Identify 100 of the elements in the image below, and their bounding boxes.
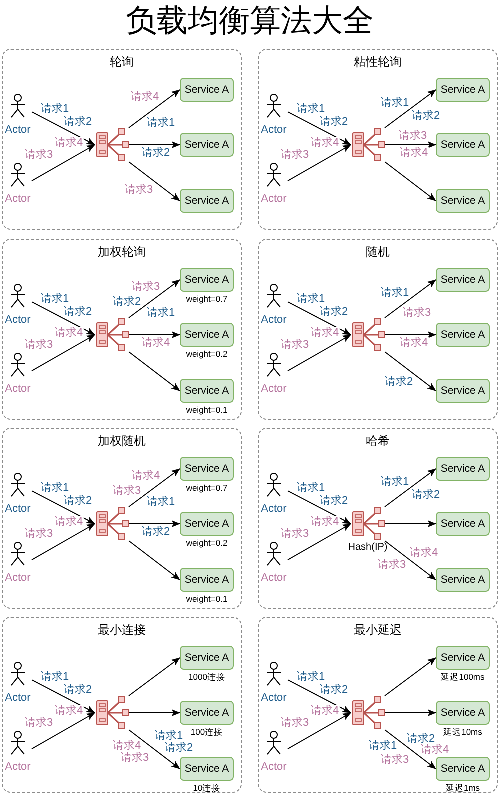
node-caption: Hash(IP) (348, 542, 388, 554)
arrow (384, 352, 436, 392)
request-label: 请求2 (62, 306, 94, 318)
request-label: 请求1 (146, 117, 176, 129)
request-label: 请求2 (318, 306, 350, 318)
arrow (128, 162, 180, 202)
arrow (128, 520, 180, 528)
request-label: 请求3 (24, 528, 54, 540)
request-label: 请求4 (310, 137, 340, 149)
request-label: 请求1 (296, 671, 326, 683)
panel-title: 哈希 (366, 434, 390, 448)
service-box: Service A (180, 268, 234, 292)
service-box: Service A (436, 379, 490, 403)
actor-label: Actor (261, 503, 287, 516)
actor-label: Actor (5, 692, 31, 705)
arrow (384, 710, 436, 716)
node-caption: 1000连接 (188, 672, 226, 682)
service-box: Service A (180, 78, 234, 102)
arrow (288, 712, 352, 750)
panel-title: 加权轮询 (98, 245, 146, 259)
request-label: 请求1 (380, 287, 410, 299)
arrow (384, 142, 436, 148)
request-label: 请求1 (296, 293, 326, 305)
service-box: Service A (180, 568, 234, 592)
request-label: 请求4 (310, 327, 340, 339)
request-label: 请求4 (54, 137, 84, 149)
service-box: Service A (180, 379, 234, 403)
actor-label: Actor (5, 193, 31, 206)
service-box: Service A (436, 646, 490, 670)
service-box: Service A (180, 323, 234, 347)
server-icon (95, 318, 129, 352)
request-label: 请求2 (318, 495, 350, 507)
service-box: Service A (180, 512, 234, 536)
service-box: Service A (180, 189, 234, 213)
arrow (128, 352, 180, 392)
arrow (128, 332, 180, 338)
actor-label: Actor (5, 383, 31, 396)
request-label: 请求1 (146, 496, 176, 508)
request-label: 请求3 (24, 149, 54, 161)
request-label: 请求4 (54, 327, 84, 339)
request-label: 请求2 (62, 116, 94, 128)
request-label: 请求1 (380, 476, 410, 488)
service-box: Service A (436, 568, 490, 592)
actor-label: Actor (261, 761, 287, 774)
server-icon (95, 507, 129, 541)
arrow (128, 658, 180, 696)
request-label: 请求1 (40, 293, 70, 305)
service-box: Service A (180, 457, 234, 481)
request-label: 请求1 (40, 671, 70, 683)
request-label: 请求3 (24, 717, 54, 729)
node-caption: weight=0.1 (186, 594, 228, 604)
node-caption: weight=0.2 (186, 538, 228, 548)
arrow (128, 468, 180, 508)
actor-label: Actor (261, 692, 287, 705)
actor-label: Actor (5, 503, 31, 516)
request-label: 请求3 (398, 130, 428, 142)
arrow (32, 680, 96, 714)
arrow (32, 524, 96, 561)
request-label: 请求3 (24, 339, 54, 351)
service-box: Service A (180, 757, 234, 781)
node-caption: weight=0.1 (186, 405, 228, 415)
actor-label: Actor (261, 383, 287, 396)
arrow (384, 520, 436, 528)
request-label: 请求4 (54, 705, 84, 717)
request-label: 请求2 (406, 733, 436, 745)
arrow (128, 90, 180, 128)
request-label: 请求4 (112, 740, 142, 752)
request-label: 请求2 (112, 296, 142, 308)
request-label: 请求4 (398, 337, 430, 349)
request-label: 请求2 (62, 495, 94, 507)
request-label: 请求3 (280, 339, 310, 351)
request-label: 请求1 (380, 97, 410, 109)
panel-title: 最小连接 (98, 623, 146, 637)
request-label: 请求2 (62, 684, 94, 696)
arrow (288, 524, 352, 561)
node-caption: 100连接 (190, 727, 224, 737)
request-label: 请求4 (398, 147, 430, 159)
actor-label: Actor (261, 124, 287, 137)
request-label: 请求4 (420, 744, 450, 756)
arrow (32, 112, 96, 146)
request-label: 请求3 (376, 559, 408, 571)
arrow (32, 334, 96, 372)
service-box: Service A (436, 323, 490, 347)
node-caption: weight=0.7 (186, 483, 228, 493)
arrow (128, 280, 180, 318)
arrow (128, 540, 180, 580)
arrow (384, 90, 436, 128)
service-box: Service A (436, 133, 490, 157)
service-box: Service A (436, 457, 490, 481)
request-label: 请求2 (318, 684, 350, 696)
request-label: 请求4 (54, 516, 84, 528)
service-box: Service A (436, 268, 490, 292)
request-label: 请求1 (154, 730, 184, 742)
node-caption: 延迟10ms (444, 727, 482, 737)
service-box: Service A (436, 701, 490, 725)
node-caption: 延迟100ms (441, 672, 485, 682)
request-label: 请求2 (318, 116, 350, 128)
arrow (384, 468, 436, 508)
request-label: 请求4 (408, 547, 440, 559)
server-icon (351, 696, 385, 730)
